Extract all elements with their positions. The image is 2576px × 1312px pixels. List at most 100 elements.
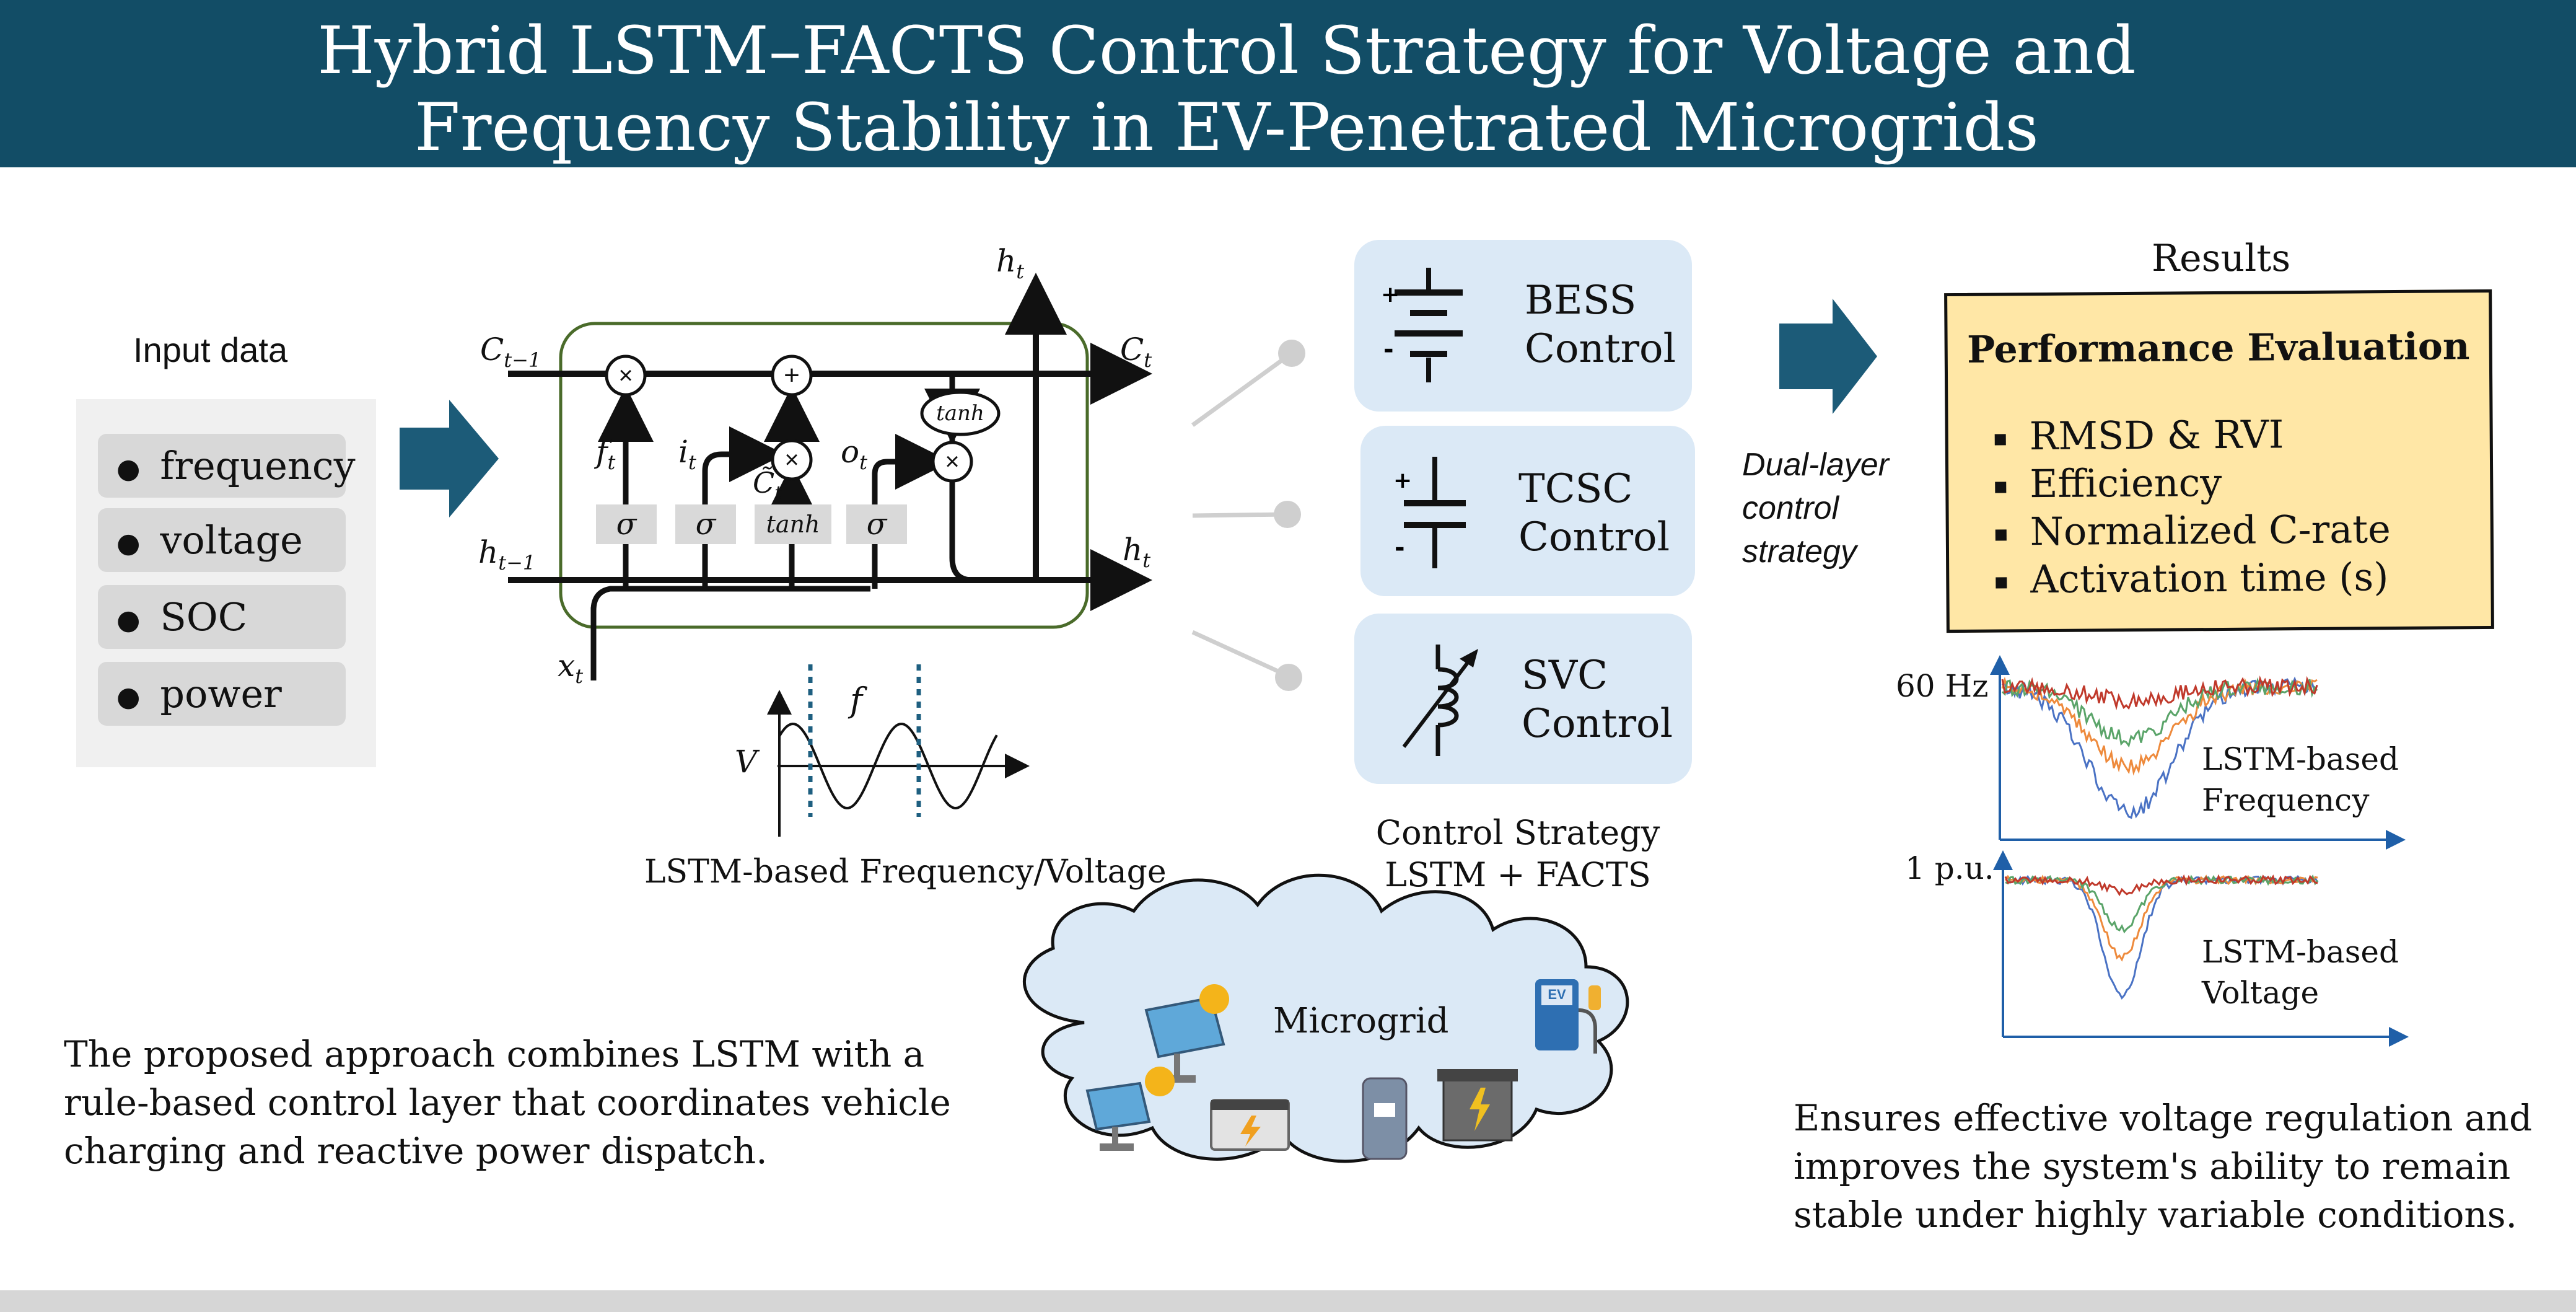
freq-y-tick: 60 Hz xyxy=(1896,668,1989,704)
input-multiply-op xyxy=(771,439,813,481)
output-gate-sigma xyxy=(846,504,907,544)
label-h-out: ht xyxy=(1123,532,1151,572)
connector-svc-dot xyxy=(1275,664,1302,691)
svg-text:-: - xyxy=(1383,335,1394,364)
multiply-symbol-forget: × xyxy=(618,362,633,389)
title-line-2: Frequency Stability in EV-Penetrated Mic… xyxy=(414,89,2039,165)
forget-multiply-op xyxy=(605,354,647,397)
sun-icon-1 xyxy=(1199,984,1229,1014)
input-item-frequency: ●frequency xyxy=(98,434,356,498)
label-forget-gate: ft xyxy=(596,434,616,474)
volt-series-trace-3 xyxy=(2005,874,2319,934)
connector-bess-dot xyxy=(1278,340,1305,367)
metric-c-rate: Normalized C-rate xyxy=(1995,506,2391,554)
label-c-prev: Ct−1 xyxy=(480,332,541,372)
bess-label-1: BESS xyxy=(1525,278,1637,324)
title-line-1: Hybrid LSTM–FACTS Control Strategy for V… xyxy=(317,12,2136,89)
footer-bar xyxy=(0,1290,2576,1312)
ev-charger-label: EV xyxy=(1548,987,1566,1002)
freq-series-trace-3 xyxy=(2001,677,2318,748)
dual-layer-label: Dual-layer control strategy xyxy=(1742,447,1889,570)
tanh-label-cell: tanh xyxy=(936,401,984,426)
lstm-caption: LSTM-based Frequency/Voltage xyxy=(644,853,1167,891)
svc-label-1: SVC xyxy=(1522,653,1608,698)
connector-bess xyxy=(1191,353,1292,427)
wave-frequency-label: f xyxy=(850,680,862,720)
tanh-label-candidate: tanh xyxy=(766,511,820,538)
wave-voltage-label: V xyxy=(735,744,758,780)
ev-charger-icon xyxy=(1535,979,1601,1054)
sigma-label-i: σ xyxy=(695,507,716,542)
label-h-top: ht xyxy=(996,243,1025,283)
variable-inductor-icon xyxy=(1402,645,1478,756)
multiply-symbol-output: × xyxy=(945,448,960,475)
candidate-gate-tanh xyxy=(755,504,831,544)
capacitor-bank-icon xyxy=(1362,1077,1408,1160)
flow-arrow-facts-to-results xyxy=(1779,299,1877,414)
svg-text:+: + xyxy=(1393,468,1412,493)
microgrid-label: Microgrid xyxy=(1273,1001,1449,1041)
volt-plot-series xyxy=(2004,874,2319,1000)
metric-rmsd-rvi: RMSD & RVI xyxy=(1994,412,2284,459)
sine-wave xyxy=(778,722,998,810)
freq-series-trace-4 xyxy=(2001,675,2318,711)
bess-control-card: + - BESS Control xyxy=(1354,240,1692,412)
input-item-voltage: ●voltage xyxy=(98,508,346,572)
freq-plot-label: LSTM-based Frequency xyxy=(2202,741,2399,818)
label-h-prev: ht−1 xyxy=(478,534,536,575)
sun-icon-2 xyxy=(1145,1067,1175,1096)
tcsc-control-card: + - TCSC Control xyxy=(1360,426,1695,596)
battery-icon: + - xyxy=(1381,268,1463,382)
transformer-icon xyxy=(1437,1069,1518,1142)
approach-description: The proposed approach combines LSTM with… xyxy=(64,1033,951,1172)
volt-y-tick: 1 p.u. xyxy=(1905,850,1994,886)
input-data-panel: ●frequency ●voltage ●SOC ●power xyxy=(76,399,376,767)
forget-gate-sigma xyxy=(596,504,657,544)
performance-evaluation-title: Performance Evaluation xyxy=(1966,325,2470,372)
label-candidate: C̃t xyxy=(753,466,782,504)
volt-series-trace-4 xyxy=(2004,874,2318,897)
sigma-label-f: σ xyxy=(616,507,637,542)
multiply-symbol-input: × xyxy=(784,446,799,473)
connector-tcsc-dot xyxy=(1274,501,1301,528)
tcsc-label-2: Control xyxy=(1518,514,1670,560)
battery-storage-icon xyxy=(1210,1099,1290,1151)
svg-text:+: + xyxy=(1381,282,1400,307)
bess-label-2: Control xyxy=(1525,326,1676,372)
volt-plot-axes xyxy=(1993,850,2409,1047)
label-x-input: xt xyxy=(558,648,584,688)
title-banner: Hybrid LSTM–FACTS Control Strategy for V… xyxy=(0,0,2576,167)
label-output-gate: ot xyxy=(841,434,867,474)
svc-label-2: Control xyxy=(1522,701,1673,747)
freq-plot-axes xyxy=(1990,655,2406,850)
input-item-soc: ●SOC xyxy=(98,585,346,649)
svc-control-card: SVC Control xyxy=(1354,614,1692,784)
input-data-title: Input data xyxy=(133,330,288,369)
volt-plot-label: LSTM-based Voltage xyxy=(2202,934,2399,1011)
svg-text:-: - xyxy=(1395,534,1405,562)
input-gate-sigma xyxy=(675,504,736,544)
outcome-description: Ensures effective voltage regulation and… xyxy=(1794,1097,2533,1236)
output-multiply-op xyxy=(931,441,973,483)
metric-efficiency: Efficiency xyxy=(1995,460,2222,507)
tcsc-label-1: TCSC xyxy=(1518,466,1633,512)
control-strategy-caption: Control Strategy LSTM + FACTS xyxy=(1375,813,1660,894)
lstm-cell-box xyxy=(559,322,1089,629)
input-item-power: ●power xyxy=(98,662,346,726)
capacitor-icon: + - xyxy=(1393,457,1466,568)
flow-arrow-input-to-lstm xyxy=(400,400,499,517)
performance-evaluation-box: Performance Evaluation RMSD & RVI Effici… xyxy=(1944,289,2494,633)
metric-activation-time: Activation time (s) xyxy=(1996,554,2389,602)
connector-tcsc xyxy=(1192,512,1286,518)
label-input-gate: it xyxy=(678,434,696,474)
solar-panel-icon-2 xyxy=(1085,1081,1151,1151)
sigma-label-o: σ xyxy=(866,507,887,542)
label-c-next: Ct xyxy=(1120,332,1152,372)
plus-symbol-cell: + xyxy=(784,360,800,390)
results-title: Results xyxy=(2152,237,2291,280)
connector-svc xyxy=(1191,630,1289,678)
cell-add-op xyxy=(771,354,813,397)
freq-plot-series xyxy=(2001,675,2318,819)
cell-tanh-op xyxy=(920,390,1001,436)
